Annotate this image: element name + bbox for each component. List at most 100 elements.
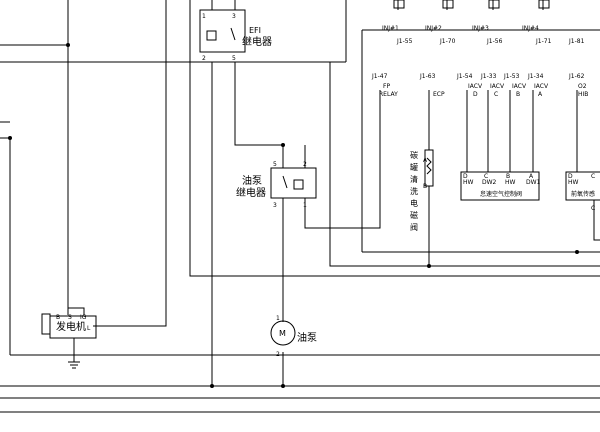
inj1-code: INJ#1 [382, 25, 399, 32]
pump-motor-label: 油泵 [297, 331, 317, 344]
inj2-code: INJ#2 [425, 25, 442, 32]
efi-pin-1: 1 [202, 13, 206, 20]
pump-motor-pin-1: 1 [276, 315, 280, 322]
inj1-pin: J1-55 [396, 38, 413, 45]
canister-valve: A B 碳 罐 清 洗 电 磁 阀 [410, 149, 434, 232]
fp-pin-1: 1 [303, 202, 307, 209]
idle-valve-sub-4: DW1 [526, 179, 541, 186]
inj1-plug [393, 0, 405, 9]
ecu-j1-33-line2: C [494, 91, 498, 98]
idle-valve-sub-3: HW [505, 179, 516, 186]
inj3-plug [488, 0, 500, 9]
junction-dot [427, 264, 431, 268]
canister-valve-coil-icon [426, 157, 432, 175]
efi-relay: 1 3 2 5 EFI 继电器 [199, 9, 272, 62]
wire-alt-ig [68, 307, 85, 315]
canister-label-5: 电 [410, 198, 418, 208]
ecu-pin-j1-62: J1-62 [568, 73, 585, 80]
inj4-plug [538, 0, 550, 9]
junction-dot [575, 250, 579, 254]
efi-relay-label-1: EFI [249, 26, 261, 35]
ecu-j1-53-line2: B [516, 91, 520, 98]
ecu-pin-j1-47: J1-47 [371, 73, 388, 80]
idle-air-valve: D C B A HW DW2 HW DW1 怠速空气控制阀 [460, 171, 541, 201]
ecu-j1-53-line1: IACV [512, 83, 527, 90]
ecu-j1-33-line1: IACV [490, 83, 505, 90]
idle-valve-pin-a: A [529, 173, 534, 180]
idle-valve-sub-1: HW [463, 179, 474, 186]
idle-valve-sub-2: DW2 [482, 179, 497, 186]
wire-fp-1 [304, 90, 381, 229]
inj2-pin: J1-70 [439, 38, 456, 45]
efi-relay-box [199, 9, 246, 53]
ground-icon [68, 361, 80, 369]
inj2-plug [442, 0, 454, 9]
canister-pin-a: A [423, 157, 428, 164]
ecu-pin-j1-63: J1-63 [419, 73, 436, 80]
idle-valve-pin-d: D [463, 173, 468, 180]
alternator-pin-s: S [68, 314, 72, 321]
o2-pin-d: D [568, 173, 573, 180]
fp-relay-label-1: 油泵 [242, 174, 262, 187]
efi-relay-coil-icon [206, 30, 217, 41]
canister-label-7: 阀 [410, 223, 418, 232]
junction-dot [66, 43, 70, 47]
idle-valve-pin-b: B [506, 173, 510, 180]
junction-dot [281, 384, 285, 388]
fp-pin-3: 3 [273, 202, 277, 209]
canister-label-6: 磁 [410, 210, 418, 220]
pump-motor: M 1 2 油泵 [270, 315, 317, 358]
o2-sensor-label: 前氧传感 [571, 190, 595, 198]
ecu-pin-j1-33: J1-33 [480, 73, 497, 80]
ecu-pin-j1-34: J1-34 [527, 73, 544, 80]
o2-sub-2: C [591, 205, 595, 212]
efi-relay-label-2: 继电器 [242, 35, 272, 48]
efi-pin-5: 5 [232, 55, 236, 62]
idle-valve-box [460, 171, 540, 201]
inj3-code: INJ#3 [472, 25, 489, 32]
o2-sensor-body [593, 199, 600, 241]
alternator-pin-b: B [56, 314, 60, 321]
wire-left-h4 [0, 137, 11, 355]
canister-label-1: 碳 [410, 150, 418, 160]
efi-pin-2: 2 [202, 55, 206, 62]
pump-motor-circle [270, 320, 296, 346]
alternator-pin-ig: IG [80, 314, 87, 321]
ecu-j1-63-line1: ECP [433, 91, 445, 98]
o2-pin-c: C [591, 173, 595, 180]
inj4-pin: J1-71 [535, 38, 552, 45]
inj4-code: INJ#4 [522, 25, 539, 32]
efi-relay-switch-icon [230, 27, 236, 41]
ecu-j1-47-line2: RELAY [379, 91, 398, 98]
junction-dot [281, 143, 285, 147]
pump-motor-symbol: M [279, 329, 286, 338]
wires [0, 0, 600, 413]
o2-sensor-box [565, 171, 600, 201]
o2-sensor: D C HW C 前氧传感 [565, 171, 600, 241]
fp-relay-coil-icon [293, 179, 304, 190]
o2-sub-1: HW [568, 179, 579, 186]
inj5-pin: J1-81 [568, 38, 585, 45]
junction-dot [210, 384, 214, 388]
ecu-j1-62-line1: O2 [578, 83, 587, 90]
canister-label-3: 清 [410, 174, 418, 184]
ecu-pin-j1-53: J1-53 [503, 73, 520, 80]
wire-vertical-190 [189, 0, 600, 277]
canister-valve-body [424, 149, 434, 187]
ecu-j1-34-line2: A [538, 91, 543, 98]
idle-valve-label: 怠速空气控制阀 [480, 190, 522, 198]
ecu-j1-54-line2: D [473, 91, 478, 98]
fp-pin-5: 5 [273, 161, 277, 168]
canister-label-2: 罐 [410, 162, 418, 172]
alternator-pin-l: L [87, 325, 91, 332]
alternator-box [49, 315, 97, 339]
fp-relay-label-2: 继电器 [236, 186, 266, 199]
ecu-j1-54-line1: IACV [468, 83, 483, 90]
idle-valve-pin-c: C [484, 173, 488, 180]
wire-330-h [329, 62, 600, 267]
ecu-j1-47-line1: FP [383, 83, 390, 90]
wire-efi-pin5 [234, 62, 283, 146]
fuel-pump-relay: 5 2 3 1 油泵 继电器 [236, 161, 317, 209]
